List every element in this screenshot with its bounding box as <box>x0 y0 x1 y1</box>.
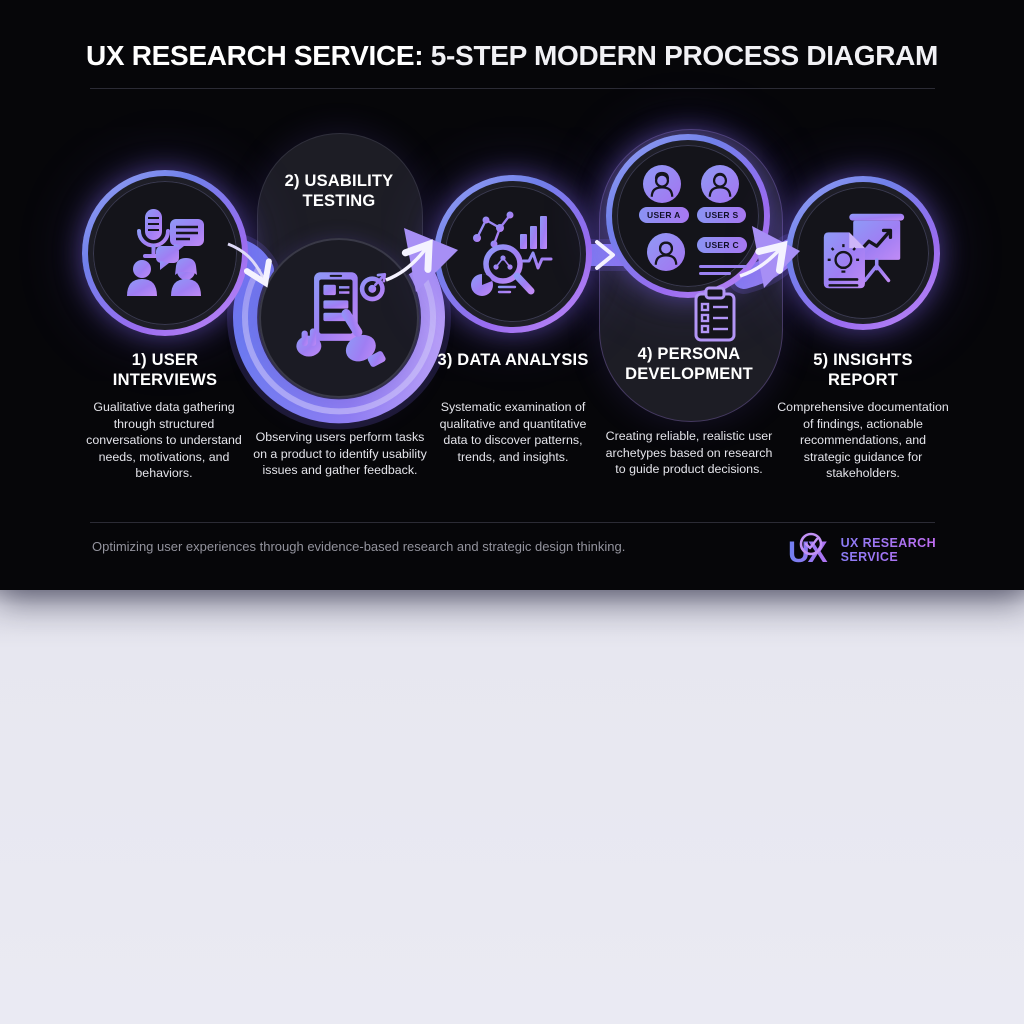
step-5-circle <box>786 176 940 330</box>
persona-note-line <box>699 272 731 275</box>
step-1-description: Gualitative data gathering through struc… <box>86 400 242 481</box>
persona-avatar-a <box>643 165 681 203</box>
logo-text-line2: SERVICE <box>840 550 899 564</box>
tablet-hands-target-icon <box>296 272 387 367</box>
persona-avatars-icon: USER A USER S USER C <box>612 140 764 292</box>
persona-pill-c: USER C <box>697 237 747 253</box>
persona-note-line <box>699 265 747 268</box>
connector-arrows <box>227 226 800 292</box>
step-4-description: Creating reliable, realistic user archet… <box>605 429 773 477</box>
microphone-conversation-icon <box>127 209 204 296</box>
step-3-circle <box>434 175 592 333</box>
step-3-description: Systematic examination of qualitative an… <box>439 400 587 464</box>
step-3-label: 3) DATA ANALYSIS <box>437 351 589 369</box>
report-presentation-icon <box>823 206 905 289</box>
step-5-description: Comprehensive documentation of findings,… <box>777 400 949 481</box>
clipboard-checklist-icon <box>694 286 736 342</box>
arrow-2-to-3 <box>385 228 458 292</box>
logo-text: UX RESEARCH SERVICE <box>841 536 936 565</box>
arrow-4-to-5 <box>739 226 800 288</box>
diagram-panel: UX RESEARCH SERVICE: 5-STEP MODERN PROCE… <box>0 0 1024 590</box>
step-1-label: 1) USER INTERVIEWS <box>112 351 218 390</box>
magnifier-analytics-icon <box>471 211 553 296</box>
step-2-circle <box>259 238 419 398</box>
page-title-brand: UX RESEARCH SERVICE: <box>85 40 424 71</box>
step-1-circle-inner <box>88 176 242 330</box>
brand-logo: UX UX RESEARCH SERVICE <box>787 531 936 569</box>
bottom-blank-area <box>0 590 1024 1024</box>
step-2-label: 2) USABILITY TESTING <box>284 172 394 211</box>
persona-pill-a: USER A <box>639 207 689 223</box>
step-5-label: 5) INSIGHTS REPORT <box>813 351 913 390</box>
step-5-circle-inner <box>792 182 934 324</box>
logo-text-line1: UX RESEARCH <box>840 535 936 550</box>
step-4-label: 4) PERSONA DEVELOPMENT <box>625 345 753 384</box>
step-2-description: Observing users perform tasks on a produ… <box>253 430 427 478</box>
page-title: UX RESEARCH SERVICE: 5-STEP MODERN PROCE… <box>0 40 1024 72</box>
ux-magnifier-logo-icon: UX <box>788 532 829 569</box>
step-4-circle: USER A USER S USER C <box>606 134 770 298</box>
persona-pill-s: USER S <box>697 207 747 223</box>
footer-divider <box>90 522 935 523</box>
arrow-1-to-2 <box>227 242 272 288</box>
persona-avatar-s <box>701 165 739 203</box>
persona-avatar-c <box>647 233 685 271</box>
page-title-rest: 5-STEP MODERN PROCESS DIAGRAM <box>430 40 939 71</box>
footer-tagline: Optimizing user experiences through evid… <box>92 539 626 554</box>
title-divider <box>90 88 935 89</box>
arrow-3-to-4 <box>595 240 615 270</box>
step-1-circle <box>82 170 248 336</box>
